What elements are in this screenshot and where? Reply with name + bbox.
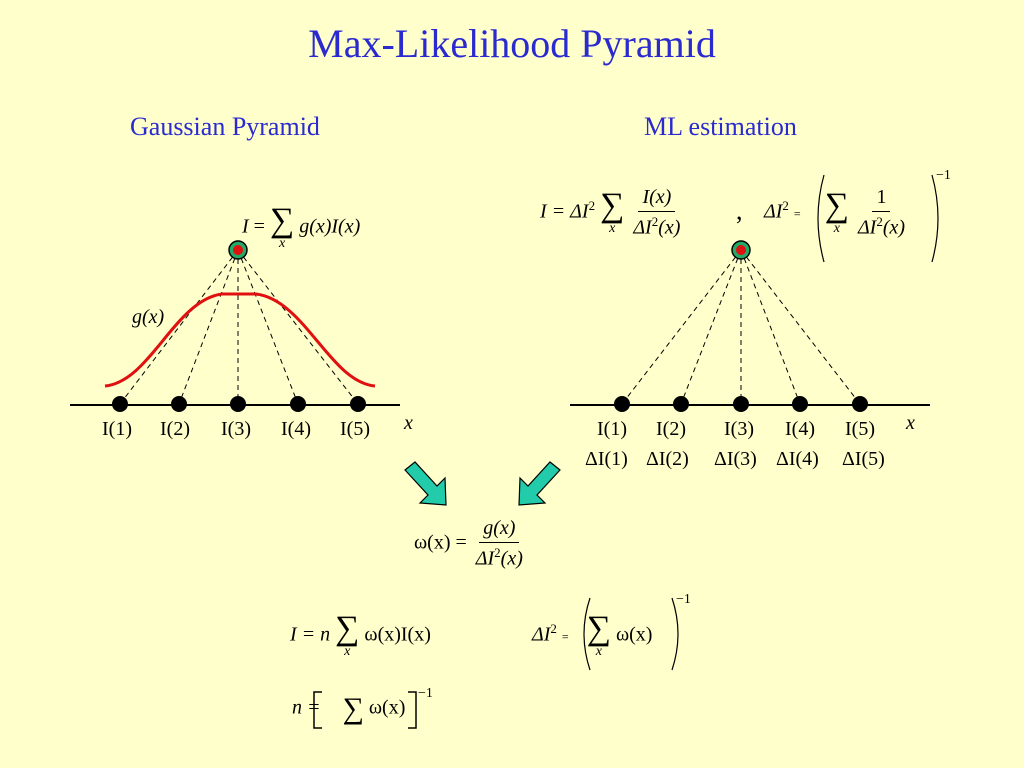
gaussian-curve: [104, 292, 376, 388]
formula-comma: ,: [736, 196, 743, 225]
left-sample-label: I(1): [102, 418, 132, 440]
norm-right-bracket: [408, 691, 417, 729]
left-heading: Gaussian Pyramid: [130, 112, 320, 141]
right-variance-label: ΔI(3): [714, 448, 757, 470]
right-down-arrow-icon: [518, 461, 561, 506]
right-sample-label: I(1): [597, 418, 627, 440]
slide-title: Max-Likelihood Pyramid: [308, 21, 716, 66]
ml-weighted-variance: ΔI2 = ∑x ω(x): [532, 610, 653, 660]
ml-weighted-estimate: I = n ∑x ω(x)I(x): [290, 610, 431, 660]
right-target-icon: [731, 240, 751, 260]
left-sum-formula: I = ∑x g(x)I(x): [242, 202, 361, 252]
right-sample-label: I(2): [656, 418, 686, 440]
right-sample-label: I(4): [785, 418, 815, 440]
right-variance-label: ΔI(4): [776, 448, 819, 470]
left-dashed-lines: [119, 249, 359, 405]
right-sample-label: I(5): [845, 418, 875, 440]
left-target-icon: [228, 240, 248, 260]
normalizer-formula: n = ∑ ω(x): [292, 692, 406, 725]
bottom-var-exponent: −1: [676, 592, 691, 607]
var-left-paren: [817, 174, 825, 263]
right-variance-label: ΔI(2): [646, 448, 689, 470]
ml-estimate-formula: I = ΔI2 ∑x I(x)ΔI2(x): [540, 186, 681, 239]
bottom-var-right-paren: [671, 597, 679, 671]
right-variance-label: ΔI(1): [585, 448, 628, 470]
left-sample-dots: [112, 396, 366, 412]
right-heading: ML estimation: [644, 112, 797, 141]
left-sample-label: I(5): [340, 418, 370, 440]
left-sample-label: I(4): [281, 418, 311, 440]
left-sample-label: I(2): [160, 418, 190, 440]
right-sample-label: I(3): [724, 418, 754, 440]
left-down-arrow-icon: [404, 461, 447, 506]
right-sample-dots: [614, 396, 868, 412]
left-axis-label: x: [404, 412, 413, 434]
norm-left-bracket: [313, 691, 322, 729]
normalizer-exponent: −1: [418, 686, 433, 701]
ml-variance-exponent: −1: [936, 168, 951, 183]
weight-formula: ω(x) = g(x)ΔI2(x): [414, 517, 523, 570]
curve-label: g(x): [132, 306, 165, 328]
right-axis-label: x: [906, 412, 915, 434]
right-dashed-lines: [621, 249, 861, 405]
right-variance-label: ΔI(5): [842, 448, 885, 470]
bottom-var-left-paren: [583, 597, 591, 671]
left-sample-label: I(3): [221, 418, 251, 440]
var-right-paren: [931, 174, 939, 263]
